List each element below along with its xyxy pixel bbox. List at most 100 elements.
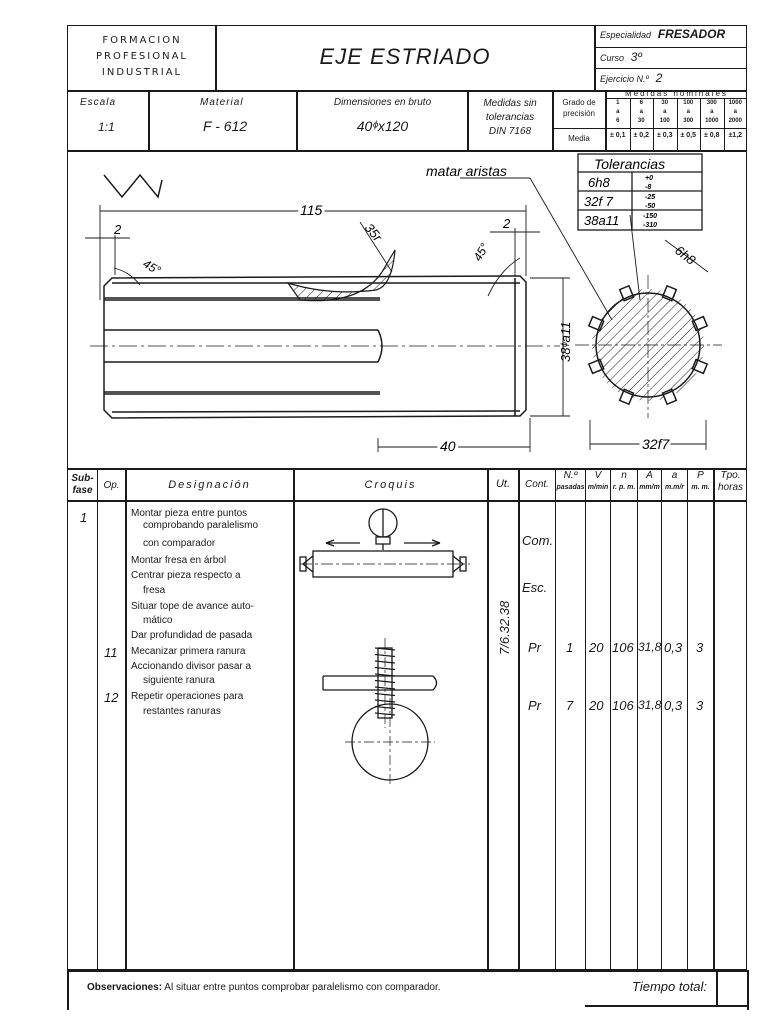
v-line-1: V xyxy=(594,470,602,481)
school-line-2: PROFESIONAL xyxy=(96,51,188,62)
tolerancias-title: Tolerancias xyxy=(594,156,665,172)
media-label: Media xyxy=(568,134,590,143)
cutter-tooth xyxy=(374,712,396,716)
escala-label: Escala xyxy=(80,97,117,108)
grado-line-2: precisión xyxy=(562,109,595,118)
tol-upper-2: -25 xyxy=(645,194,655,201)
ejercicio-label: Ejercicio N.º xyxy=(600,74,649,84)
spline-groove xyxy=(618,388,635,406)
tol-lower-2: -50 xyxy=(645,203,655,210)
dim-32f7: 32f7 xyxy=(642,436,670,452)
escala-value: 1:1 xyxy=(98,120,115,134)
col-subfase: Sub- fase xyxy=(68,473,97,497)
op-line: fresa xyxy=(143,585,166,596)
op-line: Situar tope de avance auto- xyxy=(131,601,254,612)
technical-drawing: matar aristas Tolerancias 6h8 +0 -8 32f … xyxy=(85,153,722,457)
row11-v: 20 xyxy=(589,640,604,655)
cutter-tooth xyxy=(374,705,396,710)
op-line: Montar pieza entre puntos xyxy=(131,508,248,519)
A-line-2: mm/m xyxy=(639,484,660,491)
school-line-1: FORMACION xyxy=(102,35,182,46)
v-line-2: m/min xyxy=(587,484,609,491)
shaft-side-view xyxy=(103,275,527,419)
tolerancias-table xyxy=(577,153,703,231)
p-line-2: m. m. xyxy=(691,484,710,491)
cutter-tooth xyxy=(374,647,396,651)
observaciones-text: Al situar entre puntos comprobar paralel… xyxy=(164,982,441,993)
col-pasadas: N.º pasadas xyxy=(556,470,585,494)
col-ut: Ut. xyxy=(495,478,511,490)
subfase-line-2: fase xyxy=(72,485,93,496)
row12-n: 106 xyxy=(612,698,634,713)
media-value: ± 0,5 xyxy=(680,132,697,139)
p-line-1: P xyxy=(697,470,704,481)
row11-n: 106 xyxy=(612,640,634,655)
op-line: comprobando paralelismo xyxy=(143,520,259,531)
medidas-line-3: DIN 7168 xyxy=(488,126,532,137)
school-name: FORMACION PROFESIONAL INDUSTRIAL xyxy=(72,33,212,81)
col-croquis: Croquis xyxy=(364,479,417,491)
page-title: EJE ESTRIADO xyxy=(319,44,491,69)
tpo-line-2: horas xyxy=(717,482,743,493)
op-line: con comparador xyxy=(143,538,216,549)
cont-esc: Esc. xyxy=(522,580,548,595)
croquis-sketches xyxy=(299,508,470,786)
op-number-11: 11 xyxy=(104,645,118,660)
spline-groove xyxy=(661,284,678,302)
tol-upper-3: -150 xyxy=(643,213,657,220)
tol-fit-3: 38a11 xyxy=(584,213,619,228)
spline-groove xyxy=(587,315,605,332)
op-number-12: 12 xyxy=(104,690,119,705)
cutter-tooth xyxy=(374,679,396,684)
tol-fit-2: 32f 7 xyxy=(584,194,614,209)
subfase-value: 1 xyxy=(80,510,88,525)
curso-value: 3º xyxy=(630,50,642,64)
media-value: ± 0,3 xyxy=(656,132,673,139)
surface-finish-icon xyxy=(103,173,163,199)
op-line: Mecanizar primera ranura xyxy=(131,646,246,657)
especialidad-value: FRESADOR xyxy=(657,27,726,41)
dim-38a11: 38ᶲa11 xyxy=(558,322,573,362)
ejercicio-value: 2 xyxy=(655,71,663,85)
observaciones-label: Observaciones: xyxy=(87,982,163,993)
media-value: ± 0,1 xyxy=(609,132,626,139)
op-line: Repetir operaciones para xyxy=(131,691,244,702)
op-line: restantes ranuras xyxy=(143,706,221,717)
pasadas-line-2: pasadas xyxy=(556,484,585,491)
dim-6h8: 6h8 xyxy=(672,243,699,269)
dim-40: 40 xyxy=(440,438,456,454)
especialidad-label: Especialidad xyxy=(600,30,652,40)
tol-upper-1: +0 xyxy=(645,175,653,182)
op-line: Centrar pieza respecto a xyxy=(131,570,241,581)
spline-groove xyxy=(661,388,678,406)
cutter-tooth xyxy=(374,660,396,664)
op-line: siguiente ranura xyxy=(143,675,215,686)
cont-com: Com. xyxy=(522,533,554,548)
col-n: n r. p. m. xyxy=(611,470,637,494)
a-line-2: m.m/r xyxy=(664,484,685,491)
cutter-tooth xyxy=(374,699,396,703)
medidas-line-1: Medidas sin xyxy=(483,98,537,109)
school-line-3: INDUSTRIAL xyxy=(101,67,183,78)
cutter-tooth xyxy=(374,653,396,658)
dimensiones-value: 40ᶲx120 xyxy=(356,118,409,134)
curso-label: Curso xyxy=(600,53,625,63)
media-value: ± 0,2 xyxy=(633,132,650,139)
pasadas-line-1: N.º xyxy=(563,470,578,481)
section-cut xyxy=(286,249,396,302)
tol-fit-1: 6h8 xyxy=(588,175,610,190)
medidas-sin-tolerancias: Medidas sin tolerancias DIN 7168 xyxy=(470,97,550,139)
media-value: ± 0,8 xyxy=(703,132,720,139)
row11-pasadas: 1 xyxy=(566,640,574,655)
subfase-line-1: Sub- xyxy=(71,473,94,484)
dim-45-right: 45° xyxy=(470,241,491,264)
row11-p: 3 xyxy=(696,640,704,655)
row12-pasadas: 7 xyxy=(566,698,574,713)
dimensiones-label: Dimensiones en bruto xyxy=(333,97,432,108)
row11-A: 31,8 xyxy=(638,640,662,654)
A-line-1: A xyxy=(646,470,653,481)
